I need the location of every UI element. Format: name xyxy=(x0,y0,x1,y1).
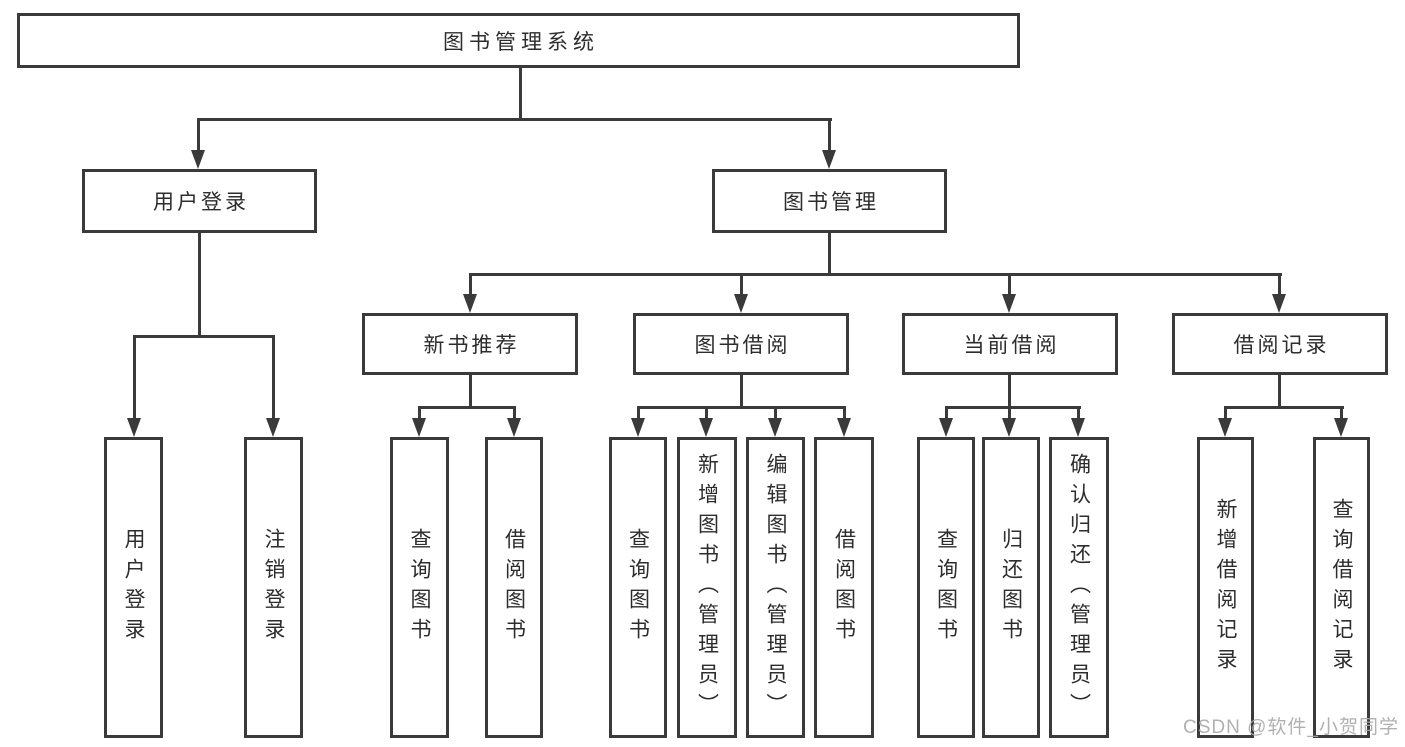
arrowhead-leaf-query2 xyxy=(631,418,645,437)
connector-book-mgmt-branch xyxy=(469,273,1282,276)
connector-to-leaf-confirm-return xyxy=(1077,406,1080,419)
arrowhead-leaf-borrow1 xyxy=(507,418,521,437)
connector-to-leaf-borrow1 xyxy=(513,406,516,419)
leaf-user-login: 用户登录 xyxy=(104,437,163,738)
arrowhead-leaf-add-record xyxy=(1218,418,1232,437)
connector-root-stem xyxy=(519,68,522,119)
connector-to-current xyxy=(1008,273,1011,296)
node-new-book-recommend: 新书推荐 xyxy=(362,313,578,375)
leaf-borrow-books-1: 借阅图书 xyxy=(485,437,543,738)
arrowhead-user-login xyxy=(191,150,205,169)
connector-to-leaf-query1 xyxy=(418,406,421,419)
arrowhead-new-rec xyxy=(463,294,477,313)
leaf-query-books-1: 查询图书 xyxy=(390,437,449,738)
node-borrowing-records: 借阅记录 xyxy=(1172,313,1388,375)
arrowhead-leaf-edit-book xyxy=(768,418,782,437)
node-book-management: 图书管理 xyxy=(712,169,947,233)
arrowhead-leaf-add-book xyxy=(699,418,713,437)
node-current-borrowing: 当前借阅 xyxy=(902,313,1118,375)
connector-to-leaf-login xyxy=(133,335,136,419)
connector-records-branch xyxy=(1224,406,1344,409)
connector-to-leaf-query2 xyxy=(637,406,640,419)
arrowhead-leaf-return xyxy=(1002,418,1016,437)
connector-to-borrowing xyxy=(740,273,743,296)
csdn-watermark: CSDN @软件_小贺同学 xyxy=(1183,717,1399,738)
leaf-borrow-books-2: 借阅图书 xyxy=(814,437,874,738)
arrowhead-leaf-query-record xyxy=(1334,418,1348,437)
arrowhead-leaf-query3 xyxy=(939,418,953,437)
arrowhead-leaf-query1 xyxy=(412,418,426,437)
connector-to-leaf-borrow2 xyxy=(843,406,846,419)
leaf-query-borrow-record: 查询借阅记录 xyxy=(1313,437,1370,738)
leaf-add-books-admin: 新增图书（管理员） xyxy=(677,437,737,738)
arrowhead-book-mgmt xyxy=(822,150,836,169)
leaf-logout: 注销登录 xyxy=(244,437,303,738)
arrowhead-leaf-confirm-return xyxy=(1071,418,1085,437)
connector-to-user-login xyxy=(197,118,200,152)
connector-borrowing-stem xyxy=(740,375,743,406)
arrowhead-leaf-login xyxy=(127,418,141,437)
connector-current-stem xyxy=(1008,375,1011,406)
connector-to-leaf-return xyxy=(1008,406,1011,419)
node-user-login: 用户登录 xyxy=(82,169,317,233)
connector-records-stem xyxy=(1278,375,1281,406)
leaf-confirm-return-admin: 确认归还（管理员） xyxy=(1049,437,1109,738)
connector-to-leaf-query-record xyxy=(1340,406,1343,419)
arrowhead-borrowing xyxy=(734,294,748,313)
node-root-library-system: 图书管理系统 xyxy=(17,13,1020,68)
arrowhead-leaf-logout xyxy=(266,418,280,437)
connector-to-new-rec xyxy=(469,273,472,296)
leaf-query-books-2: 查询图书 xyxy=(609,437,667,738)
connector-to-book-mgmt xyxy=(828,118,831,152)
connector-root-branch xyxy=(197,118,832,121)
leaf-edit-books-admin: 编辑图书（管理员） xyxy=(746,437,805,738)
arrowhead-records xyxy=(1272,294,1286,313)
connector-to-leaf-logout xyxy=(272,335,275,419)
connector-new-rec-stem xyxy=(469,375,472,406)
connector-user-login-stem xyxy=(198,233,201,335)
connector-user-login-branch xyxy=(133,335,275,338)
connector-to-leaf-add-book xyxy=(705,406,708,419)
leaf-return-books: 归还图书 xyxy=(982,437,1040,738)
arrowhead-leaf-borrow2 xyxy=(837,418,851,437)
connector-current-branch xyxy=(945,406,1081,409)
connector-to-leaf-edit-book xyxy=(774,406,777,419)
connector-to-leaf-query3 xyxy=(945,406,948,419)
leaf-query-books-3: 查询图书 xyxy=(917,437,975,738)
connector-borrowing-branch xyxy=(637,406,846,409)
leaf-add-borrow-record: 新增借阅记录 xyxy=(1197,437,1254,738)
connector-book-mgmt-stem xyxy=(828,233,831,273)
connector-to-leaf-add-record xyxy=(1224,406,1227,419)
connector-new-rec-branch xyxy=(418,406,516,409)
node-book-borrowing: 图书借阅 xyxy=(633,313,849,375)
connector-to-records xyxy=(1278,273,1281,296)
arrowhead-current xyxy=(1002,294,1016,313)
